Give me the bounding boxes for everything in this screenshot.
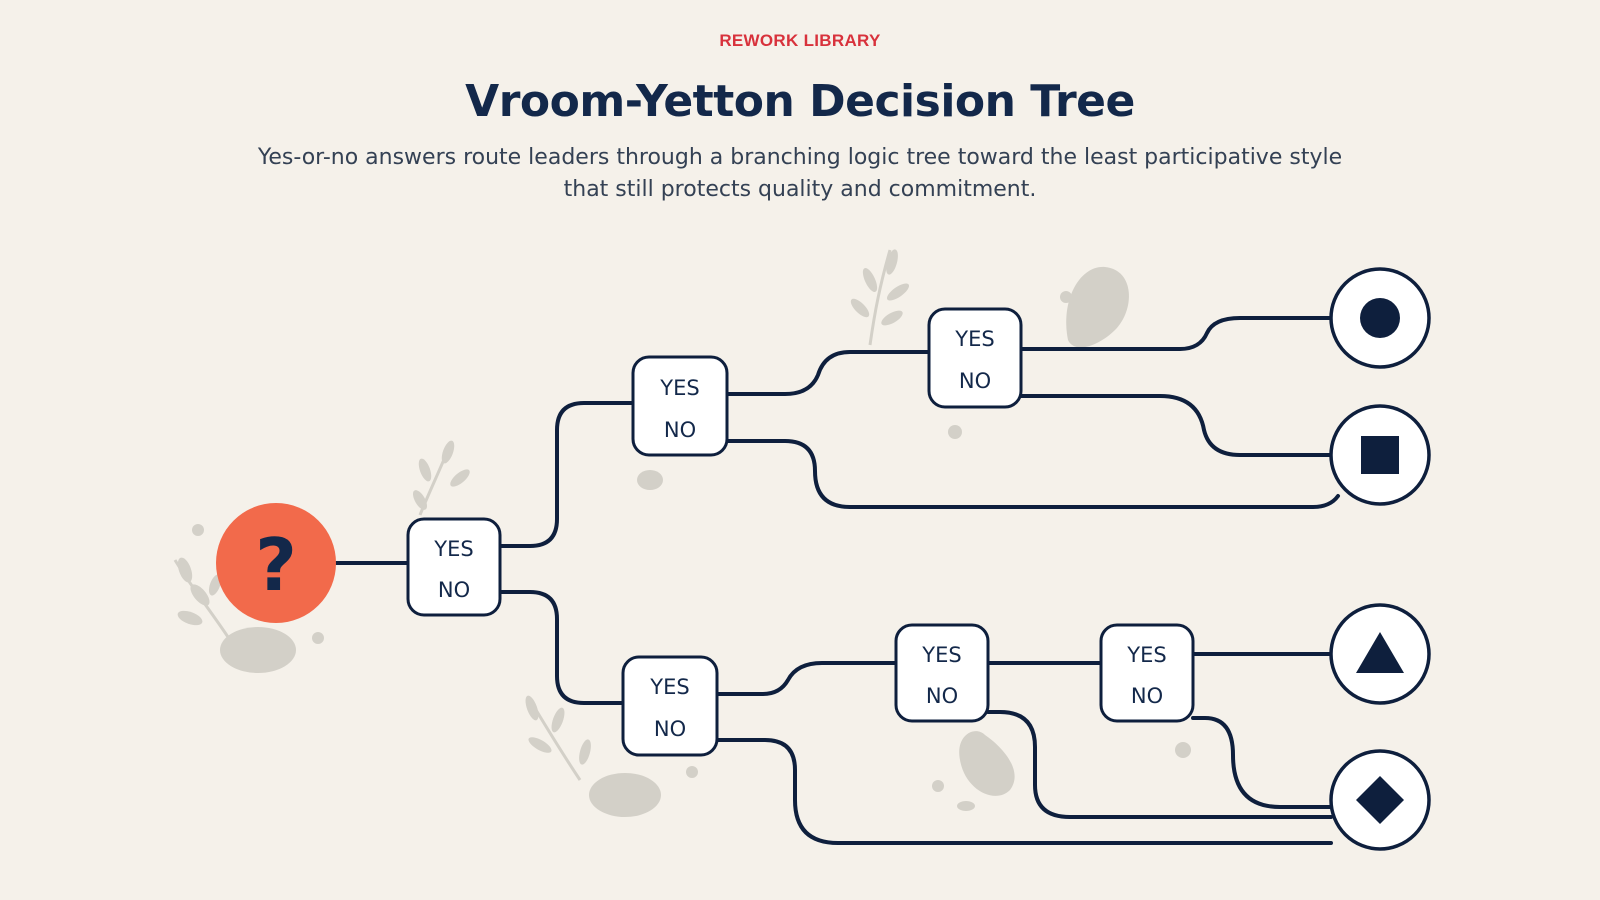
decor-dot	[192, 524, 204, 536]
connector-n2-no	[725, 439, 1340, 509]
page-subtitle: Yes-or-no answers route leaders through …	[257, 145, 1343, 202]
decor-dot	[932, 780, 944, 792]
decor-pebble	[957, 801, 975, 811]
decor-pebble	[589, 773, 661, 817]
start-symbol: ?	[255, 523, 297, 607]
connector-root-yes	[498, 401, 635, 548]
decision-node: YES NO	[621, 655, 719, 757]
decorations	[173, 249, 1191, 817]
eyebrow-label: REWORK LIBRARY	[719, 31, 881, 50]
connector-root-no	[498, 590, 625, 705]
decor-leaves	[850, 249, 910, 346]
square-icon	[1361, 436, 1399, 474]
decor-blob	[1066, 266, 1129, 348]
decision-yes-label: YES	[433, 537, 473, 561]
decision-node: YES NO	[1099, 623, 1195, 723]
triangle-icon	[1356, 632, 1404, 673]
decision-no-label: NO	[664, 418, 696, 442]
diamond-icon	[1356, 776, 1404, 824]
connectors	[333, 316, 1340, 845]
connector-n3-yes	[1019, 316, 1333, 351]
decision-yes-label: YES	[921, 643, 961, 667]
circle-icon	[1360, 298, 1400, 338]
page-title: Vroom-Yetton Decision Tree	[465, 76, 1135, 127]
decision-yes-label: YES	[659, 376, 699, 400]
outcome-square	[1329, 404, 1431, 506]
decision-node: YES NO	[631, 355, 729, 457]
decision-node: YES NO	[894, 623, 990, 723]
decor-pebble	[637, 470, 663, 490]
decision-yes-label: YES	[649, 675, 689, 699]
connector-n6-no	[1191, 716, 1333, 809]
decor-dot	[312, 632, 324, 644]
question-icon	[216, 503, 336, 623]
decision-yes-label: YES	[1126, 643, 1166, 667]
connector-n3-no	[1019, 394, 1333, 457]
decor-pebble	[220, 627, 296, 673]
decision-no-label: NO	[438, 578, 470, 602]
decor-dot	[1175, 742, 1191, 758]
decor-dot	[686, 766, 698, 778]
decor-dot	[948, 425, 962, 439]
decision-node: YES NO	[927, 307, 1023, 409]
outcome-triangle	[1329, 603, 1431, 705]
decor-blob	[959, 731, 1015, 796]
connector-n2-yes	[725, 350, 931, 396]
decor-leaves	[525, 695, 591, 781]
decor-dot	[1060, 291, 1072, 303]
decision-no-label: NO	[654, 717, 686, 741]
outcome-diamond	[1329, 749, 1431, 851]
decision-yes-label: YES	[954, 327, 994, 351]
decor-leaves	[413, 440, 470, 516]
decision-node: YES NO	[406, 517, 502, 617]
connector-n4-no	[715, 738, 1333, 845]
decor-leaves	[173, 557, 232, 641]
decision-no-label: NO	[926, 684, 958, 708]
decision-no-label: NO	[959, 369, 991, 393]
connector-n4-yes	[715, 661, 898, 696]
decision-no-label: NO	[1131, 684, 1163, 708]
start-node: ?	[216, 503, 336, 623]
outcome-circle	[1329, 267, 1431, 369]
connector-n5-no	[986, 710, 1333, 819]
